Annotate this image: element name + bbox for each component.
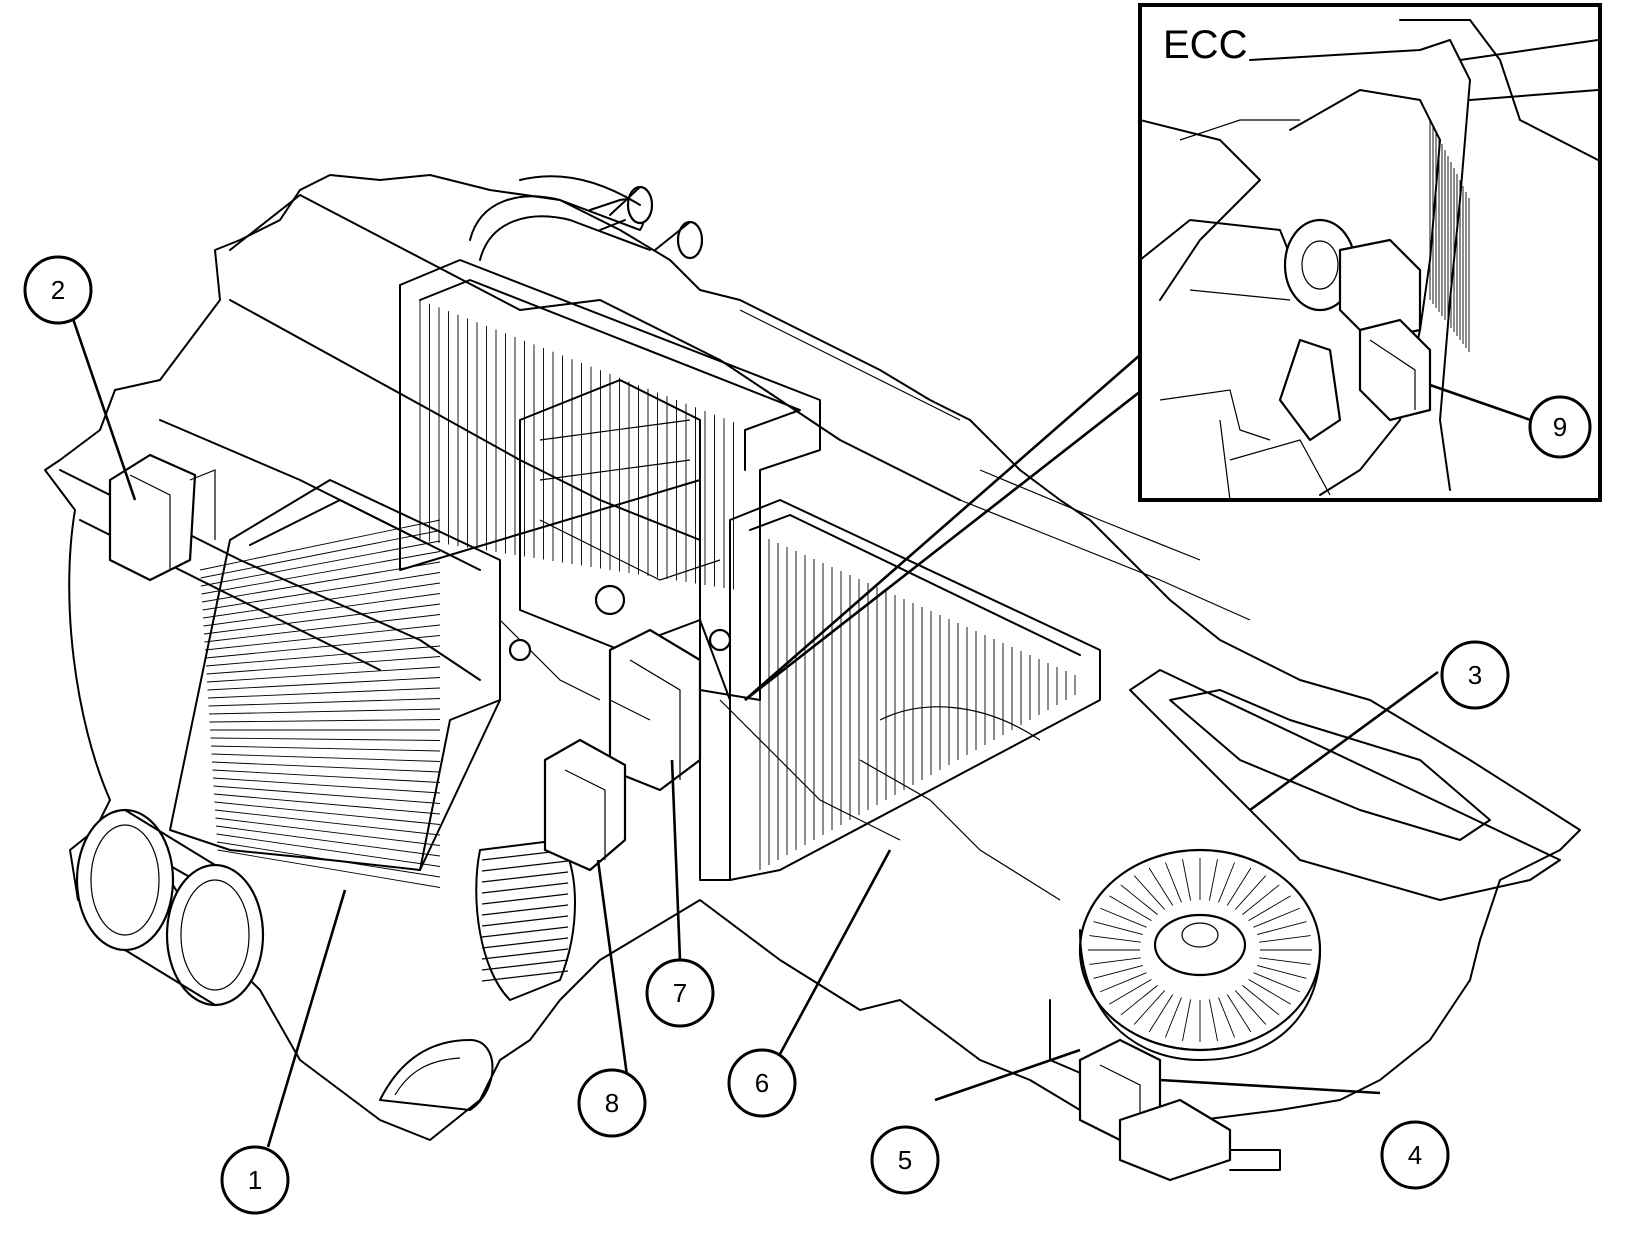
actuator-8: [543, 738, 627, 872]
ecc-inset-title: ECC: [1163, 23, 1247, 67]
blower-blades: [1088, 858, 1312, 1042]
leader-2: [68, 309, 137, 501]
leader-7: [670, 759, 682, 961]
pipe-end-lower: [676, 220, 704, 260]
actuator-4-5: [1078, 1038, 1281, 1182]
callout-9: 9: [1528, 395, 1592, 459]
leader-4: [1159, 1078, 1381, 1095]
svg-text:8: 8: [605, 1088, 619, 1118]
leader-9: [1429, 383, 1546, 427]
callout-7: 7: [645, 958, 715, 1028]
blower-motor-hub: [1153, 913, 1247, 977]
blower-assembly: [1049, 669, 1561, 1091]
callout-8: 8: [577, 1068, 647, 1138]
leader-1: [266, 889, 347, 1148]
svg-text:9: 9: [1553, 412, 1567, 442]
callouts: 1 2 3 4 5 6 7 8 9: [23, 255, 1592, 1215]
outlet-ducts: [75, 808, 494, 1111]
leader-3: [1249, 670, 1439, 812]
front-grille-fins: [199, 519, 441, 888]
upper-core-fins: [419, 300, 734, 590]
evaporator-fins: [759, 535, 1076, 870]
callout-4: 4: [1380, 1120, 1450, 1190]
svg-text:5: 5: [898, 1145, 912, 1175]
leader-8: [596, 859, 630, 1084]
linkage-pivot: [594, 584, 626, 616]
svg-text:1: 1: [248, 1165, 262, 1195]
leader-6: [771, 849, 892, 1068]
ribbed-duct: [475, 839, 576, 1001]
svg-text:2: 2: [51, 275, 65, 305]
svg-text:3: 3: [1468, 660, 1482, 690]
inset-pointer: [744, 354, 1156, 702]
front-grille-panel: [169, 479, 501, 888]
callout-3: 3: [1440, 640, 1510, 710]
callout-6: 6: [727, 1048, 797, 1118]
callout-1: 1: [220, 1145, 290, 1215]
callout-2: 2: [23, 255, 93, 325]
leader-5: [934, 1048, 1081, 1102]
linkage-frame: [499, 379, 1061, 901]
svg-text:7: 7: [673, 978, 687, 1008]
svg-text:6: 6: [755, 1068, 769, 1098]
heater-pipes: [469, 175, 704, 261]
upper-core-panel: [399, 259, 821, 701]
callout-5: 5: [870, 1125, 940, 1195]
callout-leaders: [68, 309, 1546, 1148]
evaporator-panel: [699, 499, 1101, 881]
ecc-inset-detail: [1142, 19, 1598, 498]
svg-text:4: 4: [1408, 1140, 1422, 1170]
